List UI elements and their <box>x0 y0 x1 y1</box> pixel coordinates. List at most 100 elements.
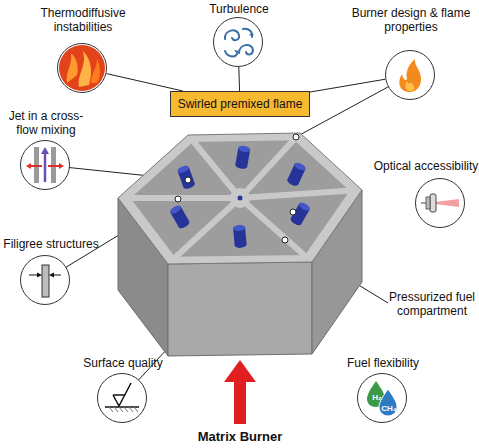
graphic-part <box>177 219 190 230</box>
graphic-part <box>49 272 54 277</box>
graphic-part <box>26 163 31 169</box>
graphic-part <box>41 147 49 154</box>
graphic-part <box>240 198 306 257</box>
graphic-part <box>234 50 239 54</box>
icon-circle: Burner design & flame properties <box>385 50 435 100</box>
graphic-part <box>233 224 245 231</box>
graphic-part <box>175 196 181 202</box>
connector-line <box>310 79 385 92</box>
flow-arrow <box>224 360 256 424</box>
icon-circle: Jet in a cross-flow mixing <box>20 140 70 190</box>
fuel-drop-label: CH₄ <box>379 404 399 413</box>
graphic-part <box>128 138 352 259</box>
graphic-part <box>30 165 42 167</box>
graphic-part <box>235 145 251 170</box>
graphic-part <box>43 152 46 182</box>
graphic-part <box>168 262 312 356</box>
graphic-part <box>128 138 352 259</box>
graphic-part <box>286 177 299 188</box>
graphic-part <box>230 188 250 208</box>
graphic-part <box>426 197 430 209</box>
graphic-part <box>239 44 253 53</box>
callout-heading: Surface quality <box>73 356 173 370</box>
callout-heading: Jet in a cross-flow mixing <box>1 109 91 137</box>
icon-graphic <box>57 43 107 93</box>
graphic-part <box>234 241 246 248</box>
icon-circle: Optical accessibility <box>415 178 465 228</box>
graphic-part <box>421 202 426 203</box>
graphic-part <box>238 196 243 201</box>
icon-circle: Fuel flexibilityH₂CH₄ <box>357 373 407 423</box>
process-box: Swirled premixed flame <box>170 91 310 117</box>
graphic-part <box>169 204 191 230</box>
graphic-part <box>48 165 60 167</box>
graphic-part <box>109 407 138 412</box>
graphic-part <box>286 161 307 187</box>
graphic-part <box>113 394 125 396</box>
icon-graphic <box>20 255 70 305</box>
callout-heading: Filigree structures <box>1 237 101 251</box>
graphic-part <box>174 198 240 259</box>
graphic-part <box>238 145 251 153</box>
icon-graphic <box>385 50 435 100</box>
callout-heading: Optical accessibility <box>373 159 479 173</box>
graphic-part <box>192 140 240 198</box>
graphic-part <box>233 224 247 248</box>
graphic-part <box>225 51 237 56</box>
graphic-part <box>293 134 299 140</box>
connector-stroke <box>310 79 385 92</box>
graphic-part <box>249 34 254 37</box>
graphic-part <box>290 209 296 215</box>
graphic-part <box>118 133 362 264</box>
icon-circle: Filigree structures <box>20 255 70 305</box>
icon-graphic <box>20 140 70 190</box>
graphic-part <box>298 201 311 212</box>
connector-stroke <box>238 67 240 91</box>
callout-heading: Fuel flexibility <box>333 356 433 370</box>
graphic-part <box>289 201 311 227</box>
graphic-part <box>59 163 64 169</box>
graphic-part <box>177 164 190 174</box>
figure-title: Matrix Burner <box>165 429 315 444</box>
connector-line <box>238 67 240 91</box>
hexagon-burner <box>118 133 362 356</box>
leader-lines <box>45 75 410 398</box>
graphic-part <box>235 162 248 170</box>
icon-circle: Turbulence <box>213 17 263 67</box>
graphic-part <box>59 45 105 91</box>
icon-graphic <box>213 17 263 67</box>
icon-graphic <box>415 178 465 228</box>
icon-circle: Surface quality <box>97 373 147 423</box>
graphic-part <box>185 177 191 183</box>
connector-stroke <box>106 74 183 91</box>
graphic-part <box>128 195 240 201</box>
graphic-part <box>91 59 100 83</box>
graphic-part <box>169 204 182 215</box>
graphic-part <box>177 164 196 190</box>
fuel-drop-label: H₂ <box>369 393 385 402</box>
graphic-part <box>78 51 90 87</box>
graphic-part <box>430 194 436 212</box>
graphic-part <box>399 59 421 92</box>
part-label: Pressurized fuel compartment <box>386 290 478 318</box>
graphic-part <box>37 272 42 277</box>
graphic-part <box>282 237 288 243</box>
icon-circle: Thermodiffusive instabilities <box>57 43 107 93</box>
graphic-part <box>289 216 302 227</box>
callout-heading: Thermodiffusive instabilities <box>28 6 138 34</box>
icon-graphic <box>97 373 147 423</box>
graphic-part <box>113 383 131 406</box>
graphic-part <box>405 81 414 91</box>
graphic-part <box>224 28 252 56</box>
leader-dots <box>175 134 299 243</box>
graphic-part <box>66 53 77 83</box>
graphic-part <box>128 138 352 259</box>
graphic-part <box>293 161 306 172</box>
callout-heading: Burner design & flame properties <box>346 6 476 34</box>
graphic-part <box>224 30 238 40</box>
graphic-part <box>240 191 352 198</box>
box-text: Swirled premixed flame <box>178 97 303 111</box>
graphic-part <box>435 199 459 207</box>
callout-heading: Turbulence <box>189 2 289 16</box>
